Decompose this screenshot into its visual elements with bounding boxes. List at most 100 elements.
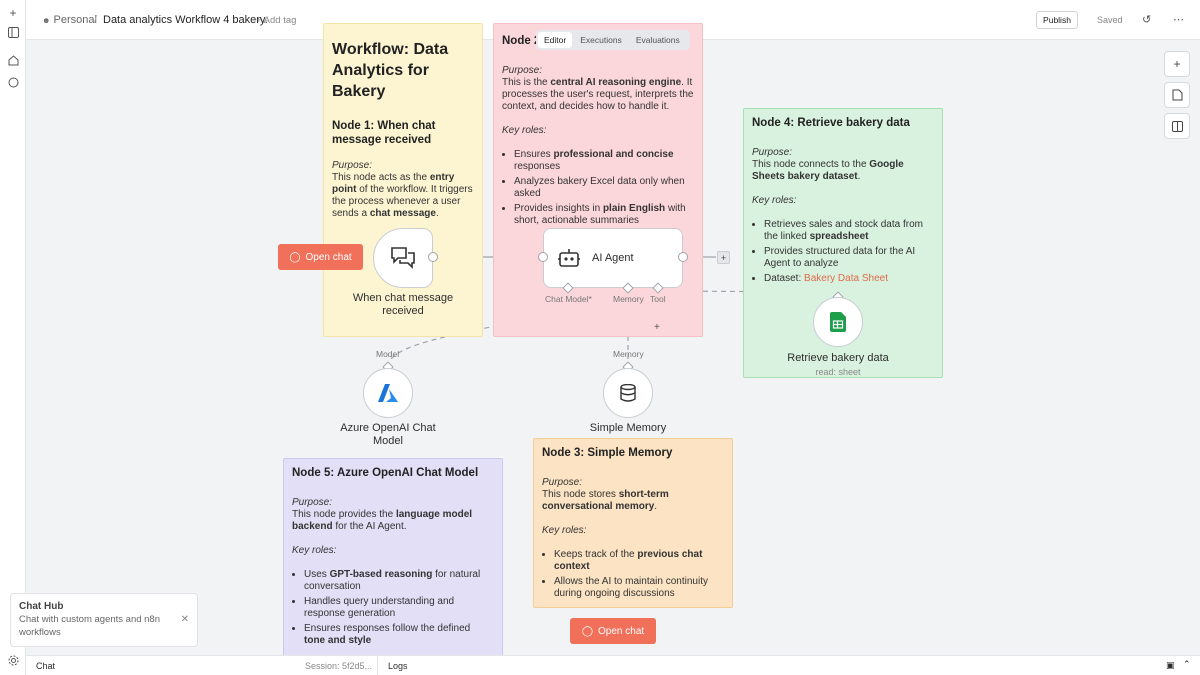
- purpose-text: This node acts as the entry point of the…: [332, 171, 473, 219]
- list-item: Keeps track of the previous chat context: [554, 549, 724, 573]
- google-sheets-icon: [830, 312, 846, 332]
- key-roles-list: Uses GPT-based reasoning for natural con…: [292, 569, 494, 647]
- purpose-label: Purpose:: [292, 496, 333, 508]
- list-item: Handles query understanding and response…: [304, 596, 494, 620]
- settings-icon[interactable]: [4, 651, 22, 669]
- publish-button[interactable]: Publish: [1036, 11, 1078, 29]
- sticky-note-node2[interactable]: Node 2 Purpose: This is the central AI r…: [493, 23, 703, 337]
- list-item: Analyzes bakery Excel data only when ask…: [514, 176, 694, 200]
- chat-trigger-icon: [391, 247, 415, 269]
- add-icon[interactable]: +: [9, 6, 17, 20]
- azure-icon: [378, 384, 398, 402]
- list-item: Dataset: Bakery Data Sheet: [764, 273, 934, 285]
- output-handle[interactable]: [428, 252, 438, 262]
- key-roles-label: Key roles:: [542, 524, 587, 536]
- azure-node-label: Azure OpenAI Chat Model: [340, 422, 436, 447]
- list-item: Allows the AI to maintain continuity dur…: [554, 576, 724, 600]
- list-item: Provides insights in plain English with …: [514, 203, 694, 227]
- top-header: ☻ Personal / Data analytics Workflow 4 b…: [26, 0, 1200, 40]
- history-icon[interactable]: ↺: [1142, 14, 1152, 26]
- trigger-node-label: When chat message received: [352, 292, 454, 317]
- left-rail: +: [0, 0, 26, 675]
- open-chat-button-bottom[interactable]: ◯ Open chat: [570, 618, 656, 644]
- purpose-text: This node connects to the Google Sheets …: [752, 158, 904, 182]
- note-heading: Node 5: Azure OpenAI Chat Model: [292, 467, 479, 479]
- sticky-note-node3[interactable]: Node 3: Simple Memory Purpose: This node…: [533, 438, 733, 608]
- divider: [377, 656, 378, 675]
- more-options-icon[interactable]: ⋯: [1173, 14, 1184, 26]
- ai-agent-node[interactable]: AI Agent: [543, 228, 683, 288]
- google-sheets-node[interactable]: [813, 297, 863, 347]
- close-icon[interactable]: ✕: [180, 614, 189, 625]
- add-node-icon[interactable]: +: [1164, 51, 1190, 77]
- purpose-label: Purpose:: [502, 64, 543, 76]
- add-tool-icon[interactable]: +: [654, 322, 660, 333]
- sticky-note-node1[interactable]: Workflow: Data Analytics for Bakery Node…: [323, 23, 483, 337]
- panel-toggle-icon[interactable]: [1164, 113, 1190, 139]
- popout-icon[interactable]: ▣: [1166, 660, 1175, 670]
- home-icon[interactable]: [4, 51, 22, 69]
- key-roles-label: Key roles:: [502, 124, 547, 136]
- sheets-node-subtitle: read: sheet: [815, 367, 861, 377]
- port-label-chat-model: Chat Model*: [545, 294, 592, 304]
- session-id: Session: 5f2d5...: [305, 661, 373, 671]
- port-label-tool: Tool: [650, 294, 666, 304]
- tab-executions[interactable]: Executions: [580, 35, 622, 45]
- purpose-text: This node stores short-term conversation…: [542, 488, 669, 512]
- workflow-title[interactable]: Data analytics Workflow 4 bakery.: [103, 14, 268, 26]
- sidebar-toggle-icon[interactable]: [4, 23, 22, 41]
- saved-status: Saved: [1097, 15, 1123, 25]
- note-heading: Node 4: Retrieve bakery data: [752, 117, 910, 129]
- chat-hub-description: Chat with custom agents and n8n workflow…: [19, 614, 161, 638]
- dataset-link[interactable]: Bakery Data Sheet: [804, 272, 888, 284]
- tab-editor[interactable]: Editor: [538, 32, 573, 48]
- add-after-icon[interactable]: +: [717, 251, 730, 264]
- note-heading: Node 1: When chat message received: [332, 120, 436, 147]
- chat-panel-tab[interactable]: Chat: [36, 661, 56, 671]
- note-heading: Node 2: [502, 35, 541, 47]
- trigger-node[interactable]: [373, 228, 433, 288]
- chat-hub-title: Chat Hub: [19, 601, 64, 612]
- open-chat-button[interactable]: ◯ Open chat: [278, 244, 363, 270]
- list-item: Ensures responses follow the defined ton…: [304, 623, 494, 647]
- tab-evaluations[interactable]: Evaluations: [635, 35, 680, 45]
- database-icon: [620, 384, 636, 402]
- add-tag-button[interactable]: + Add tag: [256, 15, 297, 26]
- purpose-label: Purpose:: [542, 476, 583, 488]
- user-icon: ☻: [42, 16, 51, 25]
- port-label-memory: Memory: [613, 294, 644, 304]
- chat-bubble-icon: ◯: [289, 251, 301, 263]
- note-heading: Node 3: Simple Memory: [542, 447, 673, 459]
- port-label-memory-in: Memory: [613, 349, 644, 359]
- purpose-text: This is the central AI reasoning engine.…: [502, 76, 694, 112]
- sticky-note-node5[interactable]: Node 5: Azure OpenAI Chat Model Purpose:…: [283, 458, 503, 658]
- sheets-node-label: Retrieve bakery data: [787, 352, 889, 364]
- output-handle[interactable]: [678, 252, 688, 262]
- purpose-text: This node provides the language model ba…: [292, 508, 473, 532]
- bottom-bar: Chat Session: 5f2d5... Logs ▣ ⌃: [26, 655, 1200, 675]
- logs-panel-tab[interactable]: Logs: [388, 661, 408, 671]
- purpose-label: Purpose:: [752, 146, 793, 158]
- chevron-up-icon[interactable]: ⌃: [1183, 659, 1191, 669]
- chat-icon[interactable]: [4, 73, 22, 91]
- azure-openai-node[interactable]: [363, 368, 413, 418]
- key-roles-list: Keeps track of the previous chat context…: [542, 549, 724, 600]
- port-label-model: Model: [376, 349, 400, 359]
- key-roles-list: Retrieves sales and stock data from the …: [752, 219, 934, 285]
- simple-memory-node[interactable]: [603, 368, 653, 418]
- breadcrumb-personal[interactable]: ☻ Personal: [42, 14, 97, 26]
- input-handle[interactable]: [538, 252, 548, 262]
- workflow-heading: Workflow: Data Analytics for Bakery: [332, 41, 449, 100]
- key-roles-label: Key roles:: [752, 194, 797, 206]
- breadcrumb-separator: /: [94, 14, 98, 26]
- list-item: Uses GPT-based reasoning for natural con…: [304, 569, 494, 593]
- view-tabs: Editor Executions Evaluations: [536, 30, 690, 50]
- sticky-note-node4[interactable]: Node 4: Retrieve bakery data Purpose: Th…: [743, 108, 943, 378]
- list-item: Provides structured data for the AI Agen…: [764, 246, 934, 270]
- chat-hub-popup[interactable]: Chat Hub Chat with custom agents and n8n…: [10, 593, 198, 647]
- sticky-note-icon[interactable]: [1164, 82, 1190, 108]
- memory-node-label: Simple Memory: [589, 422, 667, 434]
- key-roles-label: Key roles:: [292, 544, 337, 556]
- list-item: Retrieves sales and stock data from the …: [764, 219, 934, 243]
- chat-bubble-icon: ◯: [581, 625, 594, 637]
